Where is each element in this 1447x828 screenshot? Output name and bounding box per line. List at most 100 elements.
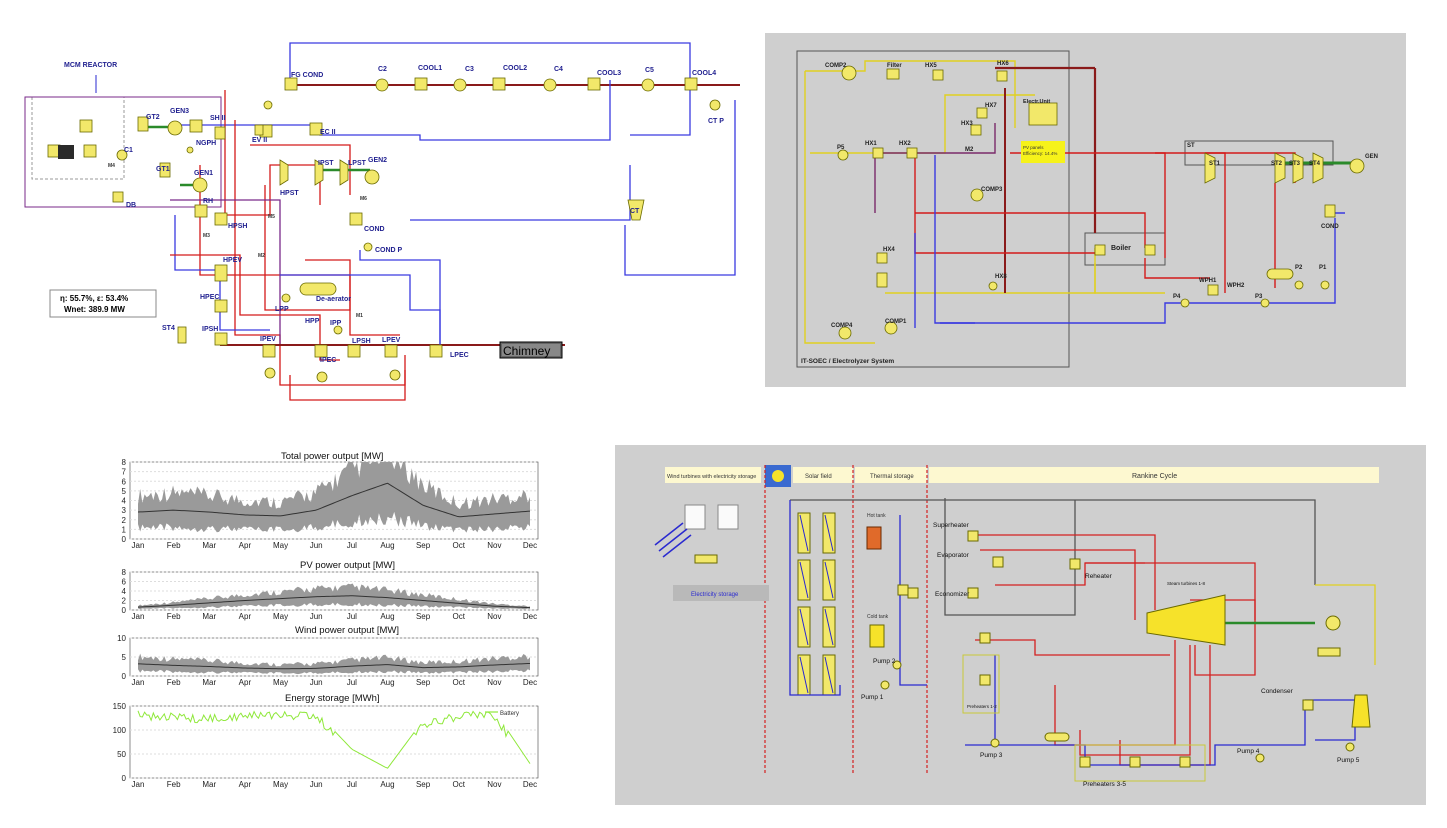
label-hpp: HPP — [305, 318, 320, 325]
wind-xtick-label: Jan — [132, 678, 145, 687]
total-xtick-label: Mar — [202, 541, 216, 550]
evaporator-label: Evaporator — [937, 552, 970, 559]
label-cool3: COOL3 — [597, 70, 621, 77]
total-ytick-label: 3 — [122, 506, 127, 515]
pump1-label: Pump 1 — [861, 694, 884, 701]
label-hpsh: HPSH — [228, 223, 247, 230]
label-lpev: LPEV — [382, 337, 401, 344]
wind-ytick-label: 10 — [117, 634, 126, 643]
economizer-label: Economizer — [935, 591, 970, 598]
soec-st2: ST2 — [1271, 161, 1283, 167]
pump5-label: Pump 5 — [1337, 757, 1360, 764]
soec-hx8: HX8 — [995, 274, 1007, 280]
label-db: DB — [126, 202, 136, 209]
total-xtick-label: Nov — [487, 541, 501, 550]
hot-tank-label: Hot tank — [867, 513, 886, 519]
label-ct-p: CT P — [708, 118, 724, 125]
wind-ytick-label: 5 — [122, 653, 127, 662]
label-ipev: IPEV — [260, 336, 276, 343]
soec-p3: P3 — [1255, 294, 1263, 300]
pv-xtick-label: Feb — [167, 612, 181, 621]
wind-xtick-label: Sep — [416, 678, 431, 687]
label-ipsh: IPSH — [202, 326, 218, 333]
label-hpev: HPEV — [223, 257, 242, 264]
pump2-label: Pump 2 — [873, 658, 896, 665]
storage-legend: Battery — [500, 711, 519, 717]
wind-series-line — [137, 662, 531, 670]
soec-hx2: HX2 — [899, 141, 911, 147]
soec-wph2: WPH2 — [1227, 283, 1245, 289]
soec-p5: P5 — [837, 145, 845, 151]
storage-ytick-label: 50 — [117, 750, 126, 759]
total-xtick-label: Dec — [523, 541, 537, 550]
steam-turbines-label: Steam turbines 1-8 — [1167, 581, 1206, 586]
label-c2: C2 — [378, 66, 387, 73]
total-xtick-label: Jul — [347, 541, 357, 550]
wind-xtick-label: Nov — [487, 678, 501, 687]
storage-ytick-label: 100 — [113, 726, 127, 735]
soec-diagram: PV panels Efficiency: 14.4% Electr.Unit … — [765, 33, 1406, 387]
storage-xtick-label: Jun — [310, 780, 323, 789]
label-gt2: GT2 — [146, 114, 160, 121]
total-ytick-label: 2 — [122, 516, 127, 525]
label-ngph: NGPH — [196, 140, 216, 147]
label-cond: COND — [364, 226, 385, 233]
total-xtick-label: Apr — [239, 541, 252, 550]
pv-ytick-label: 2 — [122, 597, 127, 606]
label-m1: M1 — [356, 313, 363, 319]
label-m3: M3 — [203, 233, 210, 239]
pv-note-1: PV panels — [1023, 145, 1044, 150]
soec-st: ST — [1187, 143, 1195, 149]
soec-cond: COND — [1321, 224, 1339, 230]
wind-range-band — [138, 653, 530, 675]
label-m2: M2 — [258, 253, 265, 259]
reactor-label: MCM REACTOR — [64, 62, 117, 69]
pv-xtick-label: Oct — [453, 612, 466, 621]
label-cool1: COOL1 — [418, 65, 442, 72]
pv-ytick-label: 6 — [122, 578, 127, 587]
label-cool4: COOL4 — [692, 70, 716, 77]
label-gen1: GEN1 — [194, 170, 213, 177]
pv-xtick-label: May — [273, 612, 288, 621]
storage-plot-area — [129, 705, 539, 779]
storage-xtick-label: Apr — [239, 780, 252, 789]
label-ec-ii: EC II — [320, 129, 336, 136]
pv-ytick-label: 4 — [122, 587, 127, 596]
soec-comp2: COMP2 — [825, 63, 847, 69]
label-m4: M4 — [108, 163, 115, 169]
total-xtick-label: Aug — [380, 541, 394, 550]
chart-total-title: Total power output [MW] — [281, 451, 383, 462]
soec-hx3: HX3 — [961, 121, 973, 127]
storage-ytick-label: 0 — [122, 774, 127, 783]
storage-xtick-label: Mar — [202, 780, 216, 789]
label-sh-ii: SH II — [210, 115, 226, 122]
soec-wph1: WPH1 — [1199, 278, 1217, 284]
pv-series-line — [137, 595, 531, 609]
label-deaerator: De-aerator — [316, 296, 351, 303]
pv-xtick-label: Apr — [239, 612, 252, 621]
soec-st4: ST4 — [1309, 161, 1321, 167]
storage-xtick-label: May — [273, 780, 288, 789]
pv-xtick-label: Aug — [380, 612, 394, 621]
rankine-diagram: Wind turbines with electricity storage S… — [615, 445, 1426, 805]
wind-xtick-label: Feb — [167, 678, 181, 687]
label-m6: M6 — [360, 196, 367, 202]
pv-xtick-label: Sep — [416, 612, 431, 621]
storage-xtick-label: Oct — [453, 780, 466, 789]
condenser-label: Condenser — [1261, 688, 1294, 695]
storage-xtick-label: Sep — [416, 780, 431, 789]
superheater-label: Superheater — [933, 522, 970, 529]
soec-comp1: COMP1 — [885, 319, 907, 325]
wind-xtick-label: Jul — [347, 678, 357, 687]
label-ev-ii: EV II — [252, 137, 267, 144]
total-ytick-label: 4 — [122, 497, 127, 506]
pv-xtick-label: Dec — [523, 612, 537, 621]
electr-unit-label: Electr.Unit — [1023, 99, 1050, 105]
label-fg-cond: FG COND — [291, 72, 323, 79]
soec-p1: P1 — [1319, 265, 1327, 271]
label-lpst: LPST — [348, 160, 367, 167]
chart-pv-title: PV power output [MW] — [300, 560, 395, 571]
thermal-header: Thermal storage — [870, 474, 914, 480]
cold-tank-label: Cold tank — [867, 614, 889, 620]
pv-xtick-label: Jun — [310, 612, 323, 621]
